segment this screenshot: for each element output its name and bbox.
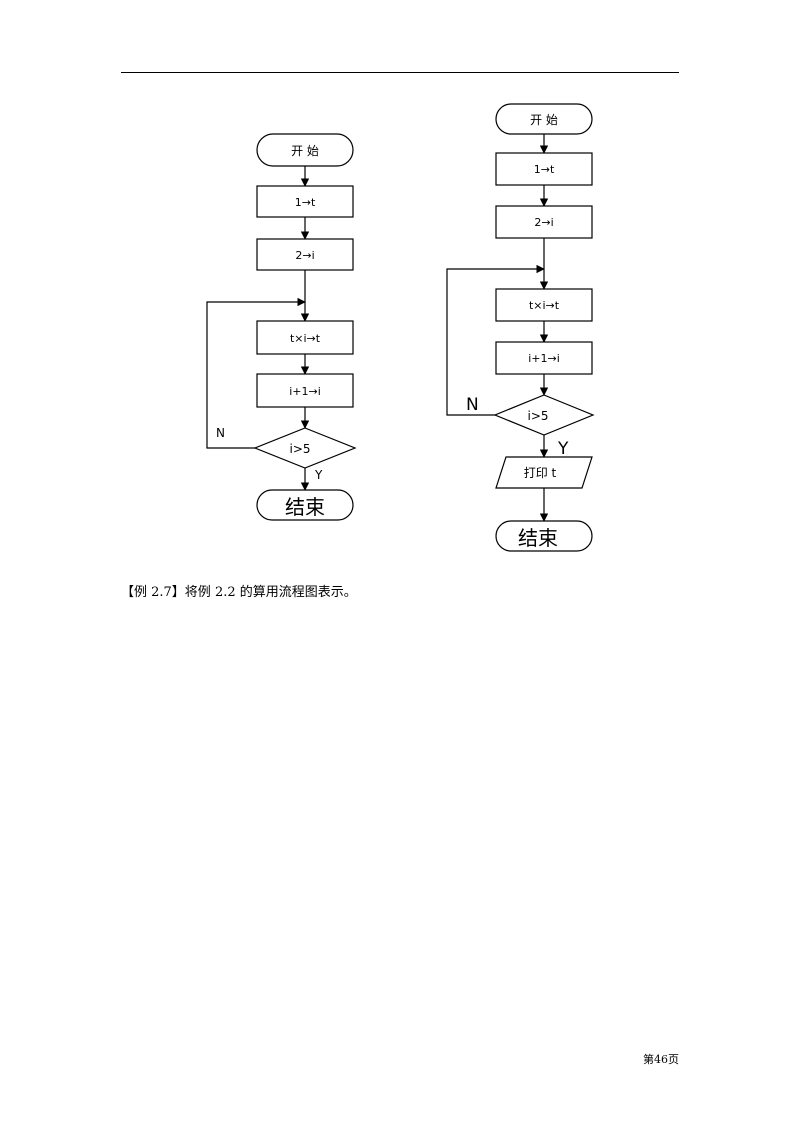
header-rule bbox=[121, 72, 679, 73]
a-step2-label: 2→i bbox=[295, 249, 314, 262]
b-condition-label: i>5 bbox=[527, 409, 548, 423]
b-output-label: 打印 t bbox=[524, 466, 557, 480]
a-end-label: 结束 bbox=[285, 495, 325, 519]
b-yes-label: Y bbox=[557, 439, 569, 459]
b-end-label: 结束 bbox=[518, 526, 558, 550]
a-step3-label: t×i→t bbox=[290, 332, 321, 345]
b-step1-label: 1→t bbox=[534, 163, 555, 176]
b-no-label: N bbox=[466, 395, 479, 415]
flowcharts: 开 始 1→t 2→i t×i→t i+1→i i>5 N Y 结束 开 始 1… bbox=[206, 103, 595, 552]
a-condition-label: i>5 bbox=[289, 442, 310, 456]
flowchart-a: 开 始 1→t 2→i t×i→t i+1→i i>5 N Y 结束 bbox=[206, 133, 357, 521]
b-step2-label: 2→i bbox=[534, 216, 553, 229]
a-no-label: N bbox=[216, 426, 225, 440]
a-step1-box bbox=[256, 185, 354, 218]
a-step3-box bbox=[256, 320, 354, 355]
b-step4-label: i+1→i bbox=[528, 352, 560, 365]
b-loop-back-arrow bbox=[446, 264, 545, 416]
b-output-parallelogram bbox=[495, 456, 593, 489]
b-start-label: 开 始 bbox=[530, 113, 558, 127]
a-step4-label: i+1→i bbox=[289, 385, 321, 398]
a-step1-label: 1→t bbox=[295, 196, 316, 209]
flowchart-b: 开 始 1→t 2→i t×i→t i+1→i i>5 N Y 打印 t 结束 bbox=[446, 103, 595, 552]
b-step1-box bbox=[495, 152, 593, 186]
a-end-terminal bbox=[256, 489, 354, 521]
a-yes-label: Y bbox=[314, 468, 323, 482]
b-step3-label: t×i→t bbox=[529, 299, 560, 312]
a-loop-back-arrow bbox=[206, 297, 306, 449]
example-caption: 【例 2.7】将例 2.2 的算用流程图表示。 bbox=[121, 585, 357, 600]
b-end-terminal bbox=[495, 520, 593, 552]
page-number: 第46页 bbox=[643, 1053, 679, 1066]
a-start-label: 开 始 bbox=[291, 144, 319, 158]
